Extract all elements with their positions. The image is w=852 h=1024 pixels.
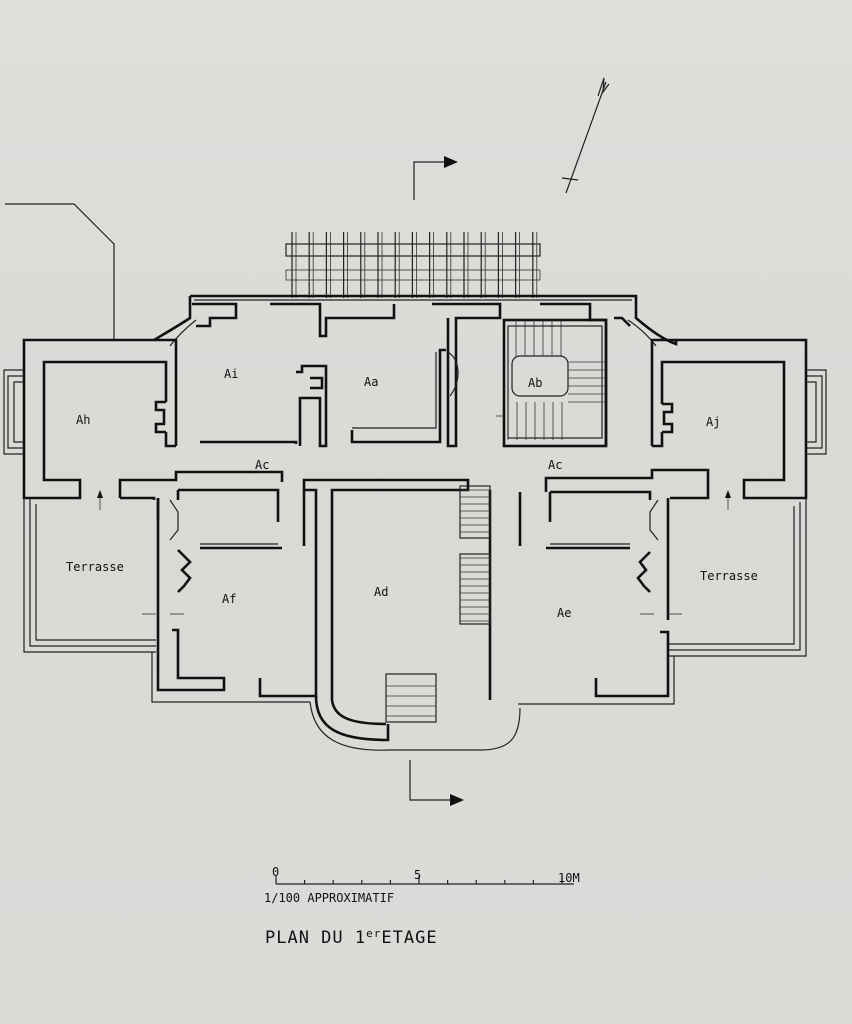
room-label-ad: Ad <box>374 585 388 599</box>
room-label-ac-right: Ac <box>548 458 562 472</box>
room-label-aa: Aa <box>364 375 378 389</box>
room-label-ah: Ah <box>76 413 90 427</box>
stair-ab <box>502 318 608 448</box>
inner-walls <box>154 302 674 723</box>
north-arrow-icon <box>561 77 610 194</box>
site-boundary-line <box>5 203 115 340</box>
scale-note: 1/100 APPROXIMATIF <box>264 891 394 905</box>
scale-bar: 0 5 10M 1/100 APPROXIMATIF <box>264 865 580 905</box>
room-label-terrasse-left: Terrasse <box>66 560 124 574</box>
opening-arrows <box>97 415 731 615</box>
pergola <box>285 232 541 298</box>
section-marker-bottom <box>409 760 464 806</box>
room-label-af: Af <box>222 592 236 606</box>
room-label-terrasse-right: Terrasse <box>700 569 758 583</box>
room-label-ae: Ae <box>557 606 571 620</box>
scale-tick-5: 5 <box>414 868 421 882</box>
room-label-ab: Ab <box>528 376 542 390</box>
room-label-ac-left: Ac <box>255 458 269 472</box>
outer-walls <box>3 294 827 751</box>
scale-tick-10: 10M <box>558 871 580 885</box>
section-marker-top <box>413 156 458 200</box>
plan-title: PLAN DU 1erETAGE <box>265 927 438 948</box>
room-label-aj: Aj <box>706 415 720 429</box>
stair-ad <box>385 485 491 723</box>
room-label-ai: Ai <box>224 367 238 381</box>
scale-tick-0: 0 <box>272 865 279 879</box>
